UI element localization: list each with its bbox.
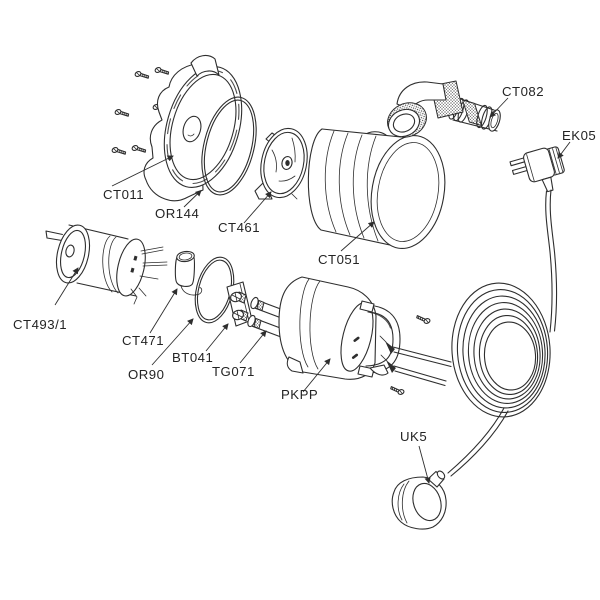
part-ct082-elbow-connector — [387, 80, 501, 138]
part-ek05-power-plug — [509, 146, 565, 333]
leader-ct461 — [243, 191, 272, 224]
label-tg071: TG071 — [212, 364, 255, 379]
float-switch-cable — [447, 407, 509, 477]
coiled-power-cable — [451, 282, 551, 418]
leader-ct082 — [489, 97, 509, 118]
part-bt041-terminal-block — [226, 281, 253, 327]
label-bt041: BT041 — [172, 350, 213, 365]
leader-ek05 — [557, 141, 571, 159]
label-ct493: CT493/1 — [13, 317, 67, 332]
part-tg071-glands — [247, 296, 287, 338]
part-ct471-capacitor — [174, 250, 203, 296]
leader-or144 — [183, 189, 202, 208]
label-ct461: CT461 — [218, 220, 260, 235]
part-ct461-impeller — [254, 127, 308, 200]
part-ct493-motor — [45, 224, 168, 305]
leader-or90 — [151, 318, 194, 366]
leader-ct471 — [149, 288, 178, 334]
leader-pkpp — [302, 358, 331, 393]
part-ct011-pump-cover — [143, 54, 243, 202]
leader-tg071 — [239, 330, 267, 364]
part-or144-o-ring — [201, 96, 257, 196]
part-ct051-housing — [307, 128, 446, 250]
leader-ct493 — [54, 267, 79, 306]
label-pkpp: PKPP — [281, 387, 318, 402]
label-or144: OR144 — [155, 206, 199, 221]
label-ct082: CT082 — [502, 84, 544, 99]
leader-uk5 — [418, 445, 431, 484]
part-labels: CT011 OR144 CT461 CT051 CT082 EK05 CT493… — [13, 84, 596, 444]
part-uk5-float-switch — [391, 470, 447, 530]
pump-cable-leads — [379, 335, 452, 387]
leader-bt041 — [205, 323, 229, 352]
label-ek05: EK05 — [562, 128, 596, 143]
label-or90: OR90 — [128, 367, 164, 382]
leader-ct011 — [111, 155, 174, 187]
label-ct471: CT471 — [122, 333, 164, 348]
label-ct051: CT051 — [318, 252, 360, 267]
leader-lines — [54, 97, 571, 484]
label-uk5: UK5 — [400, 429, 427, 444]
part-pkpp-pump-body — [278, 276, 401, 380]
label-ct011: CT011 — [103, 187, 144, 202]
leader-ct051 — [340, 221, 375, 252]
